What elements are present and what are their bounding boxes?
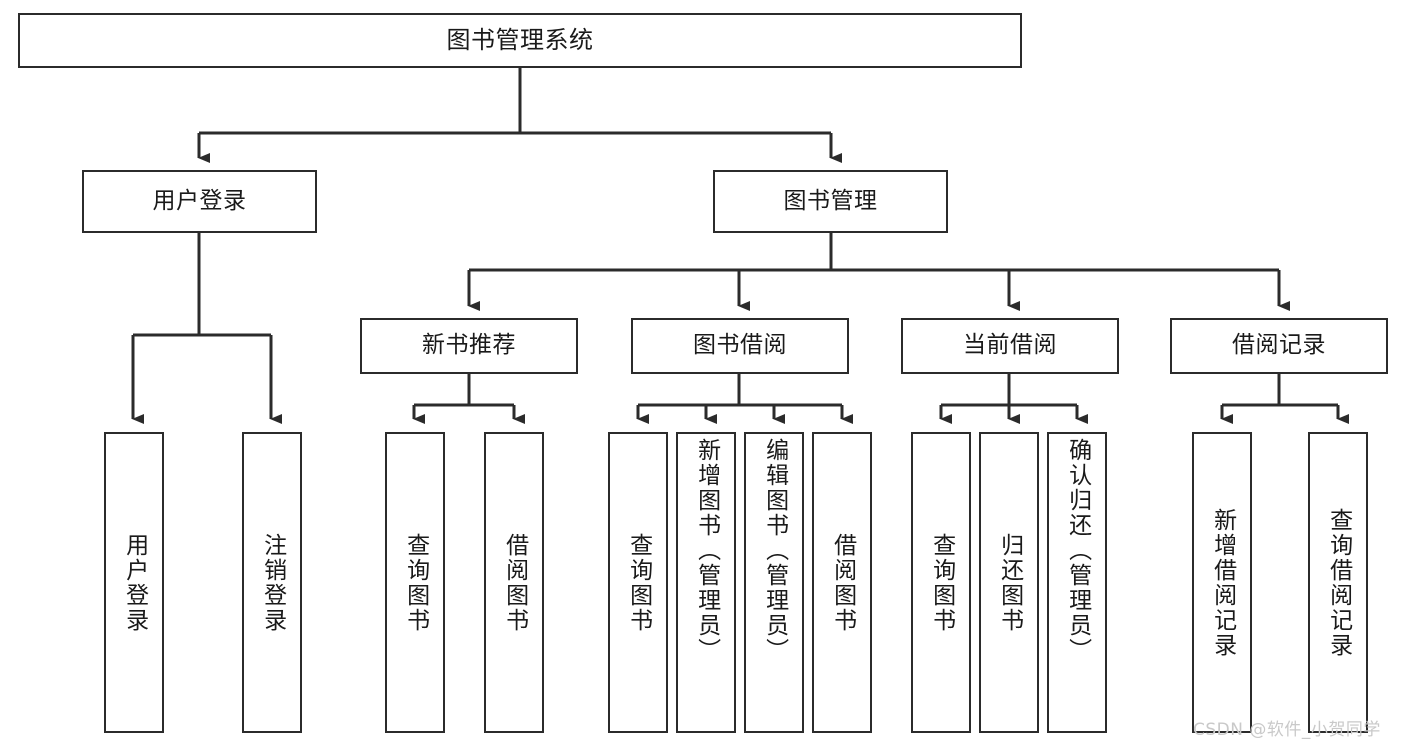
leaf-edit-book[interactable]: 编辑图书（管理员）	[744, 432, 804, 733]
node-label: 新书推荐	[422, 332, 516, 359]
leaf-borrow-book-recommend[interactable]: 借阅图书	[484, 432, 544, 733]
node-user-login[interactable]: 用户登录	[82, 170, 317, 233]
node-label: 确认归还（管理员）	[1064, 438, 1091, 663]
node-label: 借阅记录	[1232, 332, 1326, 359]
node-label: 当前借阅	[963, 332, 1057, 359]
node-label: 新增图书（管理员）	[693, 438, 720, 663]
node-label: 注销登录	[259, 532, 286, 633]
node-label: 编辑图书（管理员）	[761, 438, 788, 663]
node-label: 用户登录	[121, 532, 148, 633]
node-label: 图书管理系统	[446, 26, 594, 55]
leaf-query-book-recommend[interactable]: 查询图书	[385, 432, 445, 733]
leaf-return-book[interactable]: 归还图书	[979, 432, 1039, 733]
node-label: 图书借阅	[693, 332, 787, 359]
leaf-confirm-return[interactable]: 确认归还（管理员）	[1047, 432, 1107, 733]
leaf-add-book[interactable]: 新增图书（管理员）	[676, 432, 736, 733]
node-label: 新增借阅记录	[1209, 507, 1236, 658]
node-current-borrow[interactable]: 当前借阅	[901, 318, 1119, 374]
node-book-management[interactable]: 图书管理	[713, 170, 948, 233]
leaf-user-login[interactable]: 用户登录	[104, 432, 164, 733]
leaf-query-borrow-record[interactable]: 查询借阅记录	[1308, 432, 1368, 733]
leaf-query-book-borrow[interactable]: 查询图书	[608, 432, 668, 733]
node-label: 归还图书	[996, 532, 1023, 633]
csdn-watermark: CSDN @软件_小贺同学	[1193, 720, 1381, 740]
node-label: 图书管理	[783, 187, 878, 214]
node-root-book-management-system[interactable]: 图书管理系统	[18, 13, 1022, 68]
leaf-query-book-current[interactable]: 查询图书	[911, 432, 971, 733]
node-label: 查询图书	[402, 532, 429, 633]
node-borrow-record[interactable]: 借阅记录	[1170, 318, 1388, 374]
node-label: 借阅图书	[501, 532, 528, 633]
node-label: 查询借阅记录	[1325, 507, 1352, 658]
node-label: 借阅图书	[829, 532, 856, 633]
leaf-borrow-book[interactable]: 借阅图书	[812, 432, 872, 733]
node-book-borrow[interactable]: 图书借阅	[631, 318, 849, 374]
leaf-logout-login[interactable]: 注销登录	[242, 432, 302, 733]
node-label: 查询图书	[625, 532, 652, 633]
node-new-book-recommend[interactable]: 新书推荐	[360, 318, 578, 374]
node-label: 查询图书	[928, 532, 955, 633]
node-label: 用户登录	[152, 187, 247, 214]
leaf-add-borrow-record[interactable]: 新增借阅记录	[1192, 432, 1252, 733]
